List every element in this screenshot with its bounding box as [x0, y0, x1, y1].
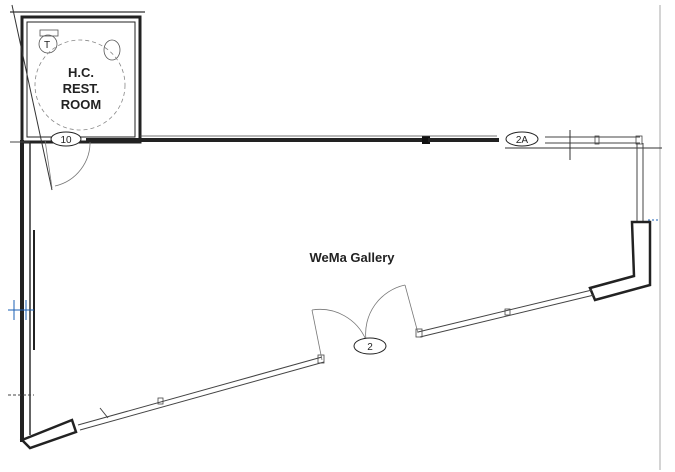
door-tag-10: 10 — [50, 131, 82, 147]
restroom: T H.C. REST. ROOM — [20, 15, 142, 144]
door-tag-2: 2 — [353, 337, 387, 355]
bottom-left-window — [77, 354, 325, 431]
restroom-label-line3: ROOM — [61, 97, 101, 112]
restroom-wall-outer — [20, 15, 142, 144]
diagonal-construction-line — [11, 4, 53, 191]
top-right-window — [545, 135, 643, 145]
restroom-wall-inner — [26, 21, 136, 138]
turning-radius-circle — [34, 39, 126, 131]
sink-fixture-icon — [103, 39, 121, 61]
toilet-mark: T — [44, 40, 50, 51]
top-wall-column — [422, 136, 430, 144]
gallery-label: WeMa Gallery — [309, 250, 395, 265]
right-wall — [588, 143, 652, 302]
door-tag-2a-text: 2A — [516, 135, 529, 146]
restroom-label-line1: H.C. — [68, 65, 94, 80]
door-tag-2a: 2A — [505, 131, 539, 147]
door-tag-10-text: 10 — [60, 135, 72, 146]
bottom-left-corner-wall — [19, 418, 78, 450]
restroom-door — [44, 139, 91, 189]
bottom-left-tick — [99, 407, 109, 419]
bottom-right-window — [415, 289, 595, 338]
blue-dimension-mark — [8, 300, 34, 320]
grab-bar-fixture-icon — [39, 29, 59, 37]
door-tag-2-text: 2 — [367, 342, 373, 353]
restroom-label-line2: REST. — [63, 81, 100, 96]
main-entry-doors — [311, 284, 419, 361]
